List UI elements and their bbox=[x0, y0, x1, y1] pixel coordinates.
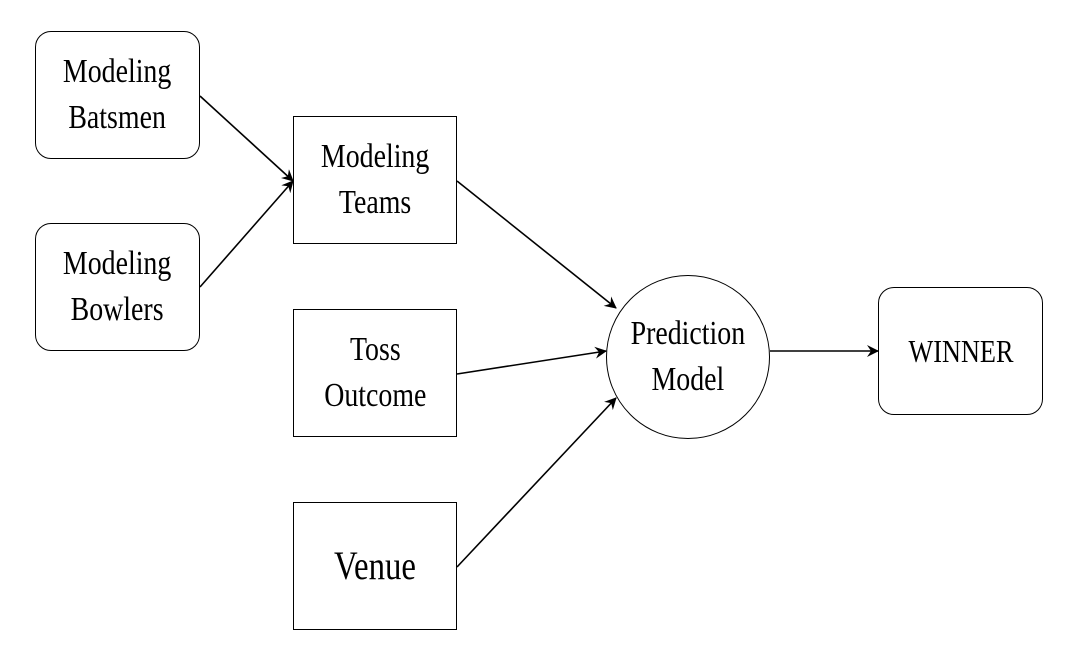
edge-batsmen-to-teams bbox=[199, 95, 294, 182]
node-label-line: Modeling bbox=[320, 138, 430, 175]
node-label-line: Model bbox=[651, 361, 725, 398]
node-modeling-batsmen: Modeling Batsmen bbox=[35, 31, 200, 159]
edge-teams-to-prediction bbox=[456, 180, 617, 309]
node-modeling-teams: Modeling Teams bbox=[293, 116, 457, 244]
node-winner: WINNER bbox=[878, 287, 1043, 415]
node-label-line: Toss bbox=[349, 331, 401, 368]
node-label-line: Teams bbox=[338, 184, 412, 221]
node-prediction-model: Prediction Model bbox=[606, 275, 770, 439]
node-toss-outcome: Toss Outcome bbox=[293, 309, 457, 437]
node-label-line: Outcome bbox=[323, 377, 427, 414]
node-venue: Venue bbox=[293, 502, 457, 630]
edge-venue-to-prediction bbox=[456, 397, 617, 568]
node-label-line: Batsmen bbox=[68, 99, 167, 136]
node-label-line: Venue bbox=[334, 543, 416, 588]
node-label-line: Modeling bbox=[63, 245, 172, 282]
edge-bowlers-to-teams bbox=[199, 180, 294, 288]
node-label-line: Bowlers bbox=[71, 291, 164, 328]
node-modeling-bowlers: Modeling Bowlers bbox=[35, 223, 200, 351]
node-label-line: Prediction bbox=[630, 315, 746, 352]
node-label-line: Modeling bbox=[63, 53, 172, 90]
node-label-line: WINNER bbox=[908, 333, 1013, 369]
edge-toss-to-prediction bbox=[456, 346, 607, 375]
